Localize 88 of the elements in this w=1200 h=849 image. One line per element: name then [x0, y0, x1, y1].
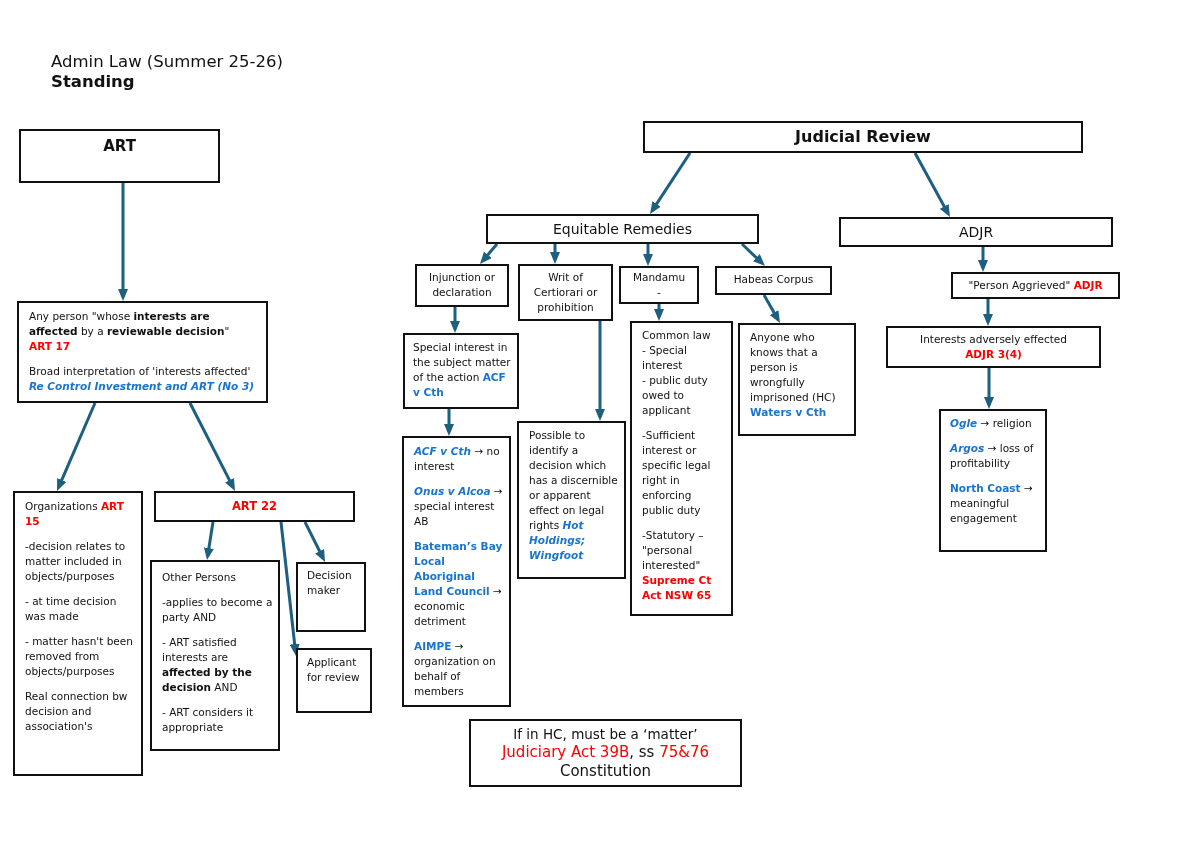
- topic-box: [296, 648, 372, 713]
- box-heading: ADJR: [957, 223, 995, 241]
- box-text: AIMPE → organization on behalf of members: [414, 639, 497, 699]
- arrow: [444, 409, 454, 436]
- box-text: Applicant for review: [307, 655, 361, 685]
- box-text: -Statutory – "personal interested" Supreme Ct Act NSW 65: [642, 528, 713, 603]
- heading-box: [19, 129, 220, 183]
- topic-box: [951, 272, 1120, 299]
- box-text: -Sufficient interest or specific legal right in enforcing public duty: [642, 428, 712, 518]
- box-text: Habeas Corpus: [732, 272, 815, 287]
- arrow: [480, 243, 499, 264]
- arrow: [740, 242, 765, 266]
- box-text: Anyone who knows that a person is wrongfully imprisoned (HC) Waters v Cth: [750, 330, 837, 420]
- box-text: - ART satisfied interests are affected by the decision AND: [162, 635, 253, 695]
- box-text: Ogle → religion: [950, 416, 1033, 431]
- box-text: - Special interest: [642, 343, 688, 373]
- note-box: [738, 323, 856, 436]
- box-text: Real connection bw decision and association's: [25, 689, 129, 734]
- topic-box: [296, 562, 366, 632]
- box-text: -applies to become a party AND: [162, 595, 273, 625]
- box-text: Broad interpretation of 'interests affected' Re Control Investment and ART (No 3): [29, 364, 256, 394]
- note-box: [402, 436, 511, 707]
- box-text: "Person Aggrieved" ADJR: [967, 278, 1104, 293]
- box-text: North Coast → meaningful engagement: [950, 481, 1034, 526]
- arrow: [762, 294, 780, 323]
- diagram-title: Admin Law (Summer 25-26): [51, 52, 283, 72]
- box-heading: Judicial Review: [793, 127, 932, 147]
- heading-box: [643, 121, 1083, 153]
- box-text: -decision relates to matter included in objects/purposes: [25, 539, 127, 584]
- note-box: [17, 301, 268, 403]
- arrow: [654, 304, 664, 321]
- box-heading: Equitable Remedies: [551, 220, 694, 238]
- box-text: - matter hasn't been removed from objects/purposes: [25, 634, 134, 679]
- box-text: Bateman’s Bay Local Aboriginal Land Council → economic detriment: [414, 539, 504, 629]
- box-text: Common law: [642, 328, 712, 343]
- box-text: Possible to identify a decision which has a discernible or apparent effect on legal rights Hot Holdings; Wingfoot: [529, 428, 619, 563]
- arrow: [118, 183, 128, 301]
- box-text: Other Persons: [162, 570, 237, 585]
- arrow: [450, 307, 460, 333]
- box-text: ADJR 3(4): [964, 347, 1023, 362]
- note-box: [517, 421, 626, 579]
- topic-box: [154, 491, 355, 522]
- topic-box: [619, 266, 699, 304]
- topic-box: [839, 217, 1113, 247]
- box-text: Interests adversely effected: [919, 332, 1068, 347]
- note-box: [403, 333, 519, 409]
- box-text: Decision maker: [307, 568, 353, 598]
- arrow: [978, 247, 988, 272]
- box-text: Onus v Alcoa → special interest AB: [414, 484, 504, 529]
- arrow: [650, 152, 692, 214]
- arrow: [913, 152, 950, 217]
- box-text: Argos → loss of profitability: [950, 441, 1035, 471]
- arrow: [188, 402, 235, 491]
- topic-box: [715, 266, 832, 295]
- topic-box: [486, 214, 759, 244]
- topic-box: [415, 264, 509, 307]
- box-text: Mandamu -: [632, 270, 686, 300]
- arrow: [983, 299, 993, 326]
- box-text: Special interest in the subject matter of the action ACF v Cth: [413, 340, 512, 400]
- box-text: Injunction or declaration: [428, 270, 496, 300]
- arrow: [203, 521, 215, 560]
- box-text: If in HC, must be a ‘matter’: [512, 725, 699, 743]
- arrow: [279, 521, 300, 656]
- arrow: [984, 368, 994, 409]
- arrow: [57, 402, 97, 491]
- box-text: - at time decision was made: [25, 594, 118, 624]
- box-text: Judiciary Act 39B, ss 75&76 Constitution: [500, 743, 711, 781]
- arrow: [303, 521, 325, 562]
- note-box: [939, 409, 1047, 552]
- note-box: [150, 560, 280, 751]
- box-heading: ART 22: [230, 499, 279, 514]
- arrow: [643, 244, 653, 266]
- box-text: Writ of Certiorari or prohibition: [532, 270, 599, 315]
- box-text: - ART considers it appropriate: [162, 705, 255, 735]
- box-text: ART 17: [29, 339, 72, 354]
- note-box: [630, 321, 733, 616]
- box-text: - public duty owed to applicant: [642, 373, 709, 418]
- arrow: [595, 321, 605, 421]
- topic-box: [518, 264, 613, 321]
- box-heading: ART: [102, 137, 137, 155]
- note-box: [469, 719, 742, 787]
- arrow: [550, 244, 560, 264]
- box-text: Any person "whose interests are affected by a reviewable decision": [29, 309, 231, 339]
- topic-box: [886, 326, 1101, 368]
- box-text: ACF v Cth → no interest: [414, 444, 501, 474]
- note-box: [13, 491, 143, 776]
- box-text: Organizations ART 15: [25, 499, 125, 529]
- section-heading: Standing: [51, 72, 135, 92]
